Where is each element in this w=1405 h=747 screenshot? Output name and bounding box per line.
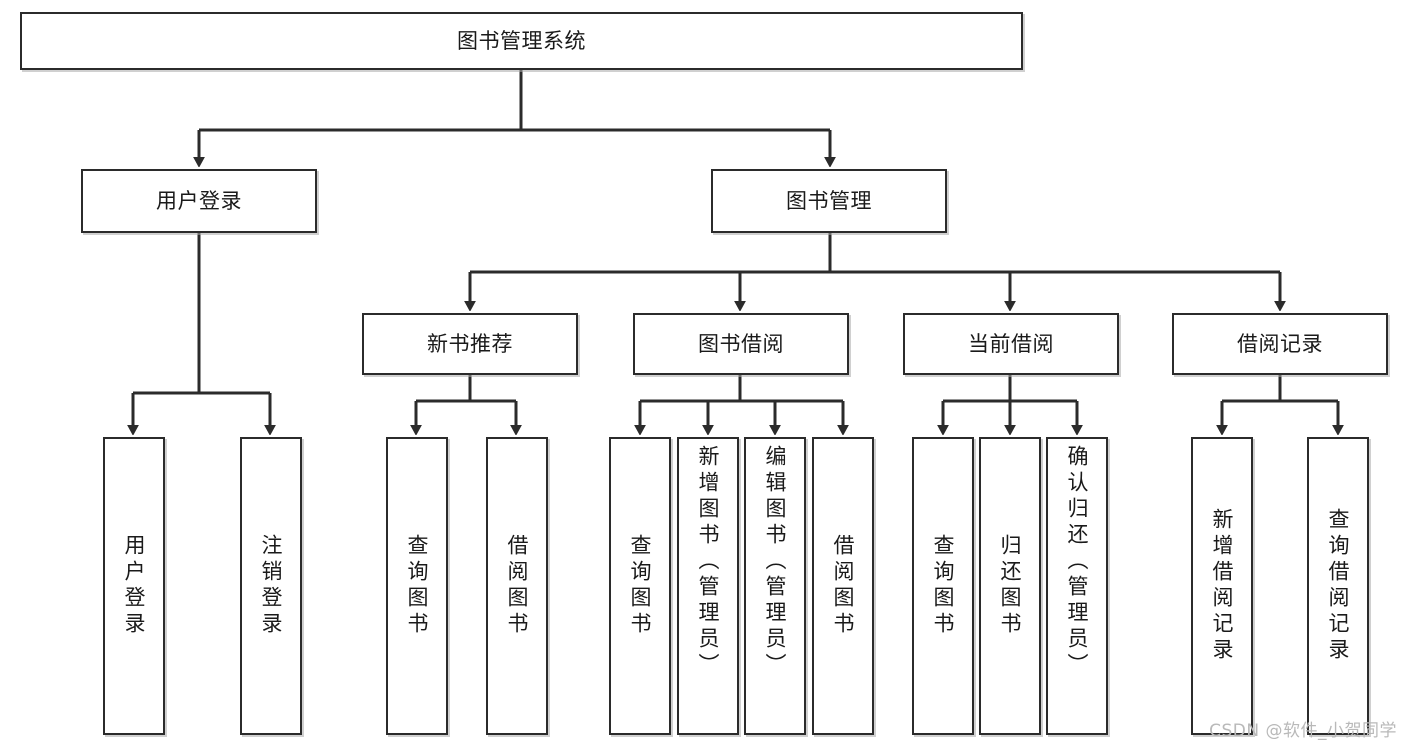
node-book-borrow-label: 图书借阅 (698, 331, 784, 356)
node-leaf-user-login[interactable]: 用户登录 (103, 437, 165, 735)
node-leaf-borrow-book-2[interactable]: 借阅图书 (812, 437, 874, 735)
node-leaf-query-book-1-label: 查询图书 (405, 534, 430, 638)
node-leaf-borrow-book-1[interactable]: 借阅图书 (486, 437, 548, 735)
node-leaf-return-book[interactable]: 归还图书 (979, 437, 1041, 735)
node-leaf-edit-book-admin[interactable]: 编辑图书（管理员） (744, 437, 806, 735)
node-root-label: 图书管理系统 (457, 28, 586, 53)
node-leaf-user-logout-label: 注销登录 (259, 534, 284, 638)
node-leaf-query-book-3-label: 查询图书 (931, 534, 956, 638)
node-user-login-label: 用户登录 (156, 188, 242, 213)
node-leaf-add-book-admin[interactable]: 新增图书（管理员） (677, 437, 739, 735)
node-leaf-return-book-label: 归还图书 (998, 534, 1023, 638)
node-new-book-recommend[interactable]: 新书推荐 (362, 313, 578, 375)
node-leaf-confirm-return-admin-label: 确认归还（管理员） (1065, 445, 1090, 679)
node-leaf-query-book-1[interactable]: 查询图书 (386, 437, 448, 735)
node-leaf-edit-book-admin-label: 编辑图书（管理员） (763, 445, 788, 679)
node-book-management-label: 图书管理 (786, 188, 872, 213)
node-leaf-query-borrow-record[interactable]: 查询借阅记录 (1307, 437, 1369, 735)
node-leaf-add-borrow-record-label: 新增借阅记录 (1210, 508, 1235, 664)
node-leaf-query-borrow-record-label: 查询借阅记录 (1326, 508, 1351, 664)
node-user-login[interactable]: 用户登录 (81, 169, 317, 233)
node-leaf-borrow-book-2-label: 借阅图书 (831, 534, 856, 638)
node-leaf-user-logout[interactable]: 注销登录 (240, 437, 302, 735)
node-leaf-query-book-2[interactable]: 查询图书 (609, 437, 671, 735)
node-current-borrow[interactable]: 当前借阅 (903, 313, 1119, 375)
node-book-borrow[interactable]: 图书借阅 (633, 313, 849, 375)
node-borrow-record[interactable]: 借阅记录 (1172, 313, 1388, 375)
node-book-management[interactable]: 图书管理 (711, 169, 947, 233)
node-borrow-record-label: 借阅记录 (1237, 331, 1323, 356)
node-root[interactable]: 图书管理系统 (20, 12, 1023, 70)
node-leaf-add-borrow-record[interactable]: 新增借阅记录 (1191, 437, 1253, 735)
node-leaf-query-book-3[interactable]: 查询图书 (912, 437, 974, 735)
node-leaf-borrow-book-1-label: 借阅图书 (505, 534, 530, 638)
node-leaf-confirm-return-admin[interactable]: 确认归还（管理员） (1046, 437, 1108, 735)
node-leaf-add-book-admin-label: 新增图书（管理员） (696, 445, 721, 679)
node-leaf-user-login-label: 用户登录 (122, 534, 147, 638)
node-leaf-query-book-2-label: 查询图书 (628, 534, 653, 638)
node-new-book-recommend-label: 新书推荐 (427, 331, 513, 356)
node-current-borrow-label: 当前借阅 (968, 331, 1054, 356)
